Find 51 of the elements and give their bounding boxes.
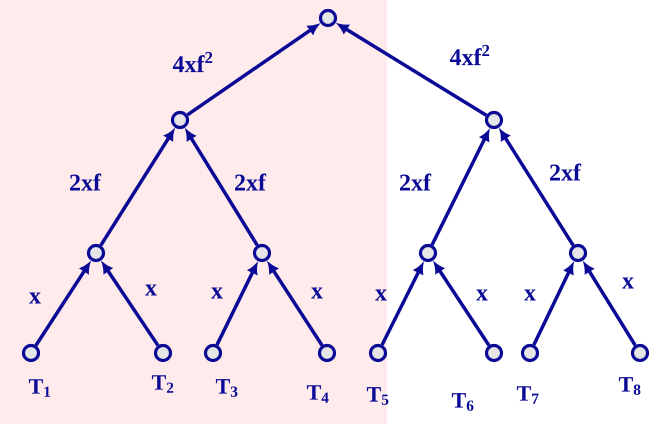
edge-label: 2xf xyxy=(400,174,432,190)
edge-label: x xyxy=(524,290,536,300)
edge-label: 4xf$^{2}$ xyxy=(450,44,490,66)
arrow xyxy=(186,130,259,246)
circle-node xyxy=(368,344,388,362)
node-label: T$_{5}$ xyxy=(366,387,388,405)
arrow xyxy=(430,130,490,246)
circle-node xyxy=(484,344,504,362)
edge-label: x xyxy=(29,292,41,304)
circle-node xyxy=(22,344,40,362)
edge-label: x xyxy=(622,278,634,288)
node-label: T$_{1}$ xyxy=(28,379,50,397)
node-label: T$_{7}$ xyxy=(516,386,539,404)
arrow xyxy=(186,24,318,116)
edge-label: 4xf$^{2}$ xyxy=(172,52,212,72)
circle-node xyxy=(318,344,336,362)
edge-label: 2xf xyxy=(70,174,102,190)
circle-node xyxy=(630,344,650,362)
edge-label: x xyxy=(476,290,488,300)
node-label: T$_{3}$ xyxy=(216,379,238,397)
node-label: T$_{2}$ xyxy=(152,375,174,393)
arrow xyxy=(102,262,160,346)
node-label: T$_{6}$ xyxy=(452,393,474,411)
arrow xyxy=(338,24,488,117)
circle-node xyxy=(568,244,588,262)
arrow xyxy=(500,130,575,246)
circle-node xyxy=(484,110,504,130)
arrow xyxy=(584,263,637,346)
edge-label: x xyxy=(211,288,223,298)
arrow xyxy=(532,264,574,346)
edge-label: x xyxy=(375,290,387,300)
edge-label: x xyxy=(145,284,157,296)
node-label: T$_{8}$ xyxy=(618,377,640,395)
circle-node xyxy=(520,344,540,362)
arrow xyxy=(99,130,174,246)
circle-node xyxy=(318,8,338,28)
circle-node xyxy=(418,244,438,262)
circle-node xyxy=(252,244,272,262)
arrow xyxy=(380,264,424,346)
arrow xyxy=(34,263,90,346)
circle-node xyxy=(204,344,222,362)
arrow xyxy=(215,264,258,346)
arrow xyxy=(268,263,324,346)
circle-node xyxy=(170,110,190,130)
node-label: T$_{4}$ xyxy=(306,385,329,403)
circle-node xyxy=(86,244,106,262)
edge-label: x xyxy=(311,288,323,298)
circle-node xyxy=(154,344,172,362)
edge-label: 2xf xyxy=(235,174,266,190)
edge-label: 2xf xyxy=(550,164,582,180)
arrow xyxy=(434,262,490,346)
